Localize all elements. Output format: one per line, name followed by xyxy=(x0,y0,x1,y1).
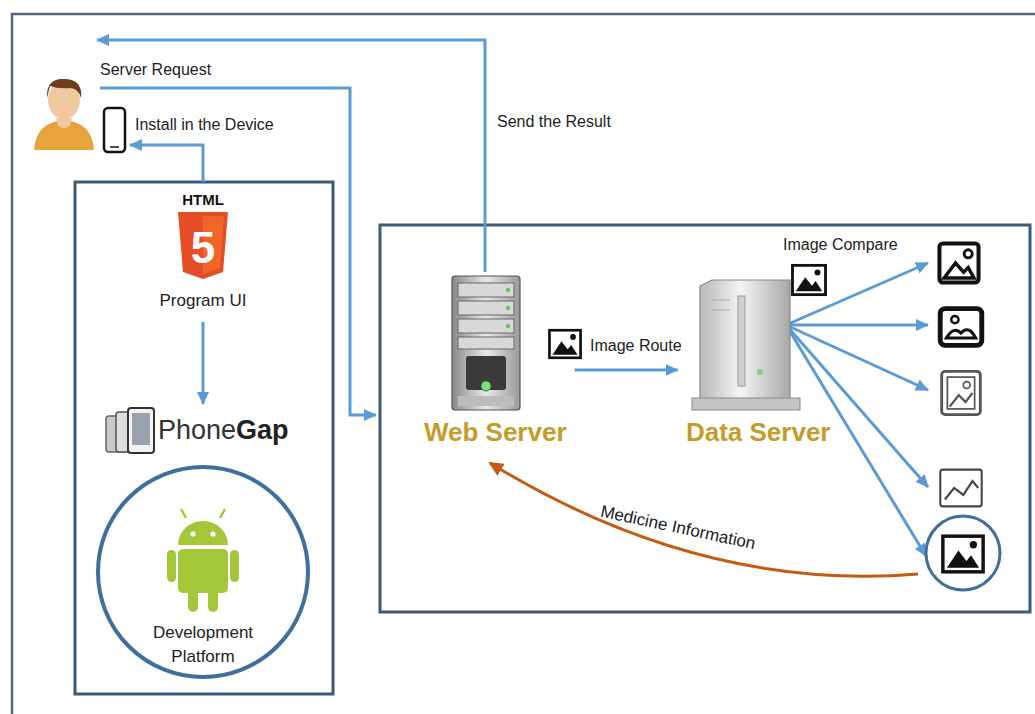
flow-arrows xyxy=(97,40,928,556)
path-part xyxy=(786,263,928,325)
route-image-icon xyxy=(548,329,582,359)
outer-frame xyxy=(12,14,1035,714)
node-label: Program UI xyxy=(150,292,256,311)
flow-label: Image Compare xyxy=(783,235,898,254)
compare-image-icon xyxy=(791,264,827,296)
image-icon xyxy=(942,371,981,414)
rect-part xyxy=(188,588,198,612)
node-label: Development Platform xyxy=(138,621,268,669)
rect-part xyxy=(128,408,154,453)
platform-circle: Development Platform xyxy=(96,465,310,679)
path-part xyxy=(56,118,72,128)
line-part xyxy=(711,310,730,311)
android-logo xyxy=(167,509,239,612)
path-part xyxy=(130,145,203,182)
image-icon xyxy=(940,470,981,507)
web-server-icon xyxy=(452,276,520,410)
circle-part xyxy=(506,288,510,292)
client-panel xyxy=(75,182,333,694)
rect-part xyxy=(466,356,506,390)
path-part xyxy=(97,40,485,272)
phonegap-node: PhoneGap xyxy=(100,408,299,452)
rect-part xyxy=(458,301,514,315)
brand-text: Gap xyxy=(236,417,289,444)
data-server-node: Data Server xyxy=(680,268,837,452)
user-icon xyxy=(34,79,94,150)
image-icon xyxy=(940,309,982,346)
server-panel xyxy=(380,225,1030,612)
rect-part xyxy=(458,337,514,349)
data-server-icon xyxy=(692,280,800,410)
rect-part xyxy=(132,413,150,445)
flow-arrow xyxy=(575,369,678,372)
rect-part xyxy=(208,588,218,612)
circle-part xyxy=(757,369,763,375)
circle-part xyxy=(210,531,215,536)
server-label: Web Server xyxy=(418,418,573,447)
path-part xyxy=(786,324,928,327)
line-part xyxy=(220,509,225,518)
flow-arrow xyxy=(202,322,205,404)
rect-part xyxy=(458,396,514,406)
flow-label: Send the Result xyxy=(497,112,611,131)
rect-part xyxy=(167,550,176,582)
circle-part xyxy=(190,531,195,536)
phone-icon xyxy=(104,108,125,152)
rect-part xyxy=(178,549,228,593)
path-part xyxy=(700,280,790,402)
flow-label: Server Request xyxy=(100,60,211,79)
path-part xyxy=(786,325,928,487)
phonegap-icon xyxy=(106,408,154,453)
server-label: Data Server xyxy=(680,418,837,447)
line-part xyxy=(711,300,730,301)
path-part xyxy=(100,88,376,415)
edge-label: Image Route xyxy=(590,336,682,355)
rect-part xyxy=(458,283,514,297)
rect-part xyxy=(738,296,745,386)
image-icon xyxy=(941,534,985,573)
match-highlight xyxy=(926,516,1000,590)
rect-part xyxy=(230,550,239,582)
rect-part xyxy=(692,398,800,410)
image-icon xyxy=(939,243,978,282)
circle-part xyxy=(506,324,510,328)
logo-text: HTML xyxy=(150,192,256,209)
path-part xyxy=(47,79,81,98)
logo-number: 5 xyxy=(150,224,256,272)
result-arrow xyxy=(490,463,918,576)
circle-part xyxy=(506,306,510,310)
rect-part xyxy=(458,319,514,333)
line-part xyxy=(181,509,186,518)
rect-part xyxy=(104,108,125,152)
html5-node: HTML 5Program UI xyxy=(150,190,256,318)
rect-part xyxy=(452,276,520,410)
circle-part xyxy=(481,381,491,391)
path-part xyxy=(178,521,228,545)
brand-text: Phone xyxy=(158,417,236,444)
flow-label: Install in the Device xyxy=(135,115,274,134)
line-part xyxy=(110,146,119,148)
web-server-node: Web Server xyxy=(418,268,573,452)
